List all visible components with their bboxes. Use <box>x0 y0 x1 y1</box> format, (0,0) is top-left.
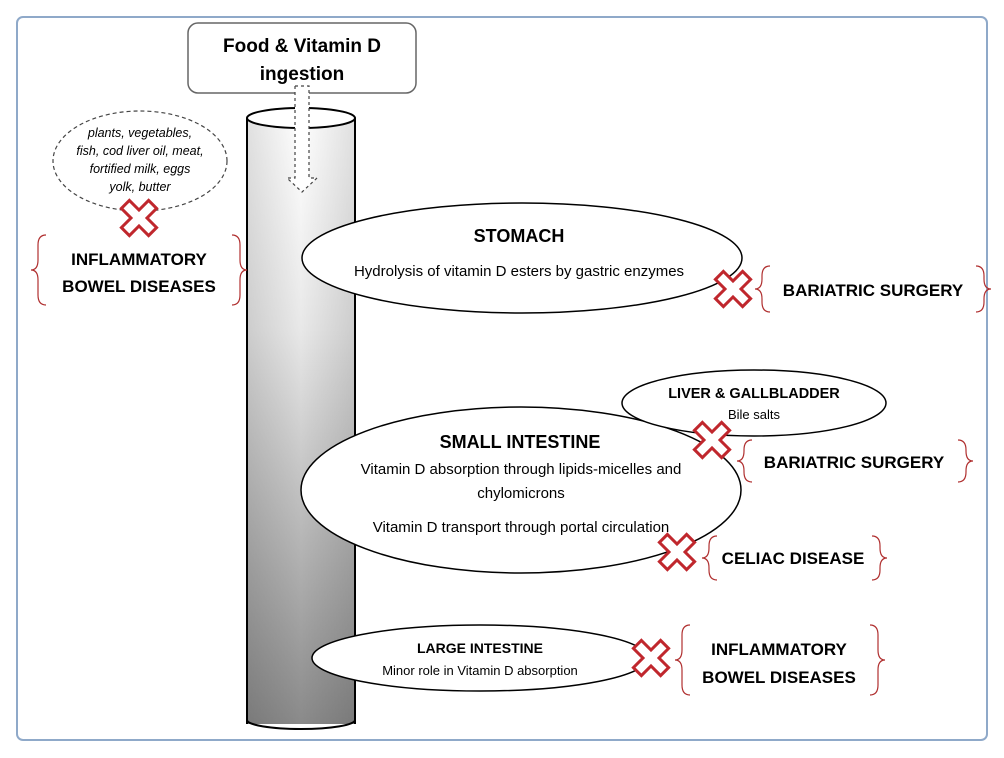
condition-label: BARIATRIC SURGERY <box>764 453 945 472</box>
large-intestine-description: Minor role in Vitamin D absorption <box>382 663 578 678</box>
liver-gallbladder-node: LIVER & GALLBLADDER Bile salts <box>621 369 887 437</box>
small-intestine-description: Vitamin D transport through portal circu… <box>373 519 670 536</box>
stomach-title: STOMACH <box>474 226 565 246</box>
cross-icon <box>119 198 159 238</box>
food-sources-line: plants, vegetables, <box>87 126 192 140</box>
small-intestine-node: SMALL INTESTINE Vitamin D absorption thr… <box>300 406 742 574</box>
cross-icon <box>713 269 753 309</box>
curly-brace-right-icon <box>871 535 888 581</box>
liver-title: LIVER & GALLBLADDER <box>668 386 840 402</box>
condition-bariatric-stomach: BARIATRIC SURGERY <box>754 265 992 313</box>
curly-brace-right-icon <box>975 265 992 313</box>
condition-label: INFLAMMATORY <box>711 640 847 659</box>
ingestion-label-line2: ingestion <box>260 64 344 85</box>
cross-icon <box>692 420 732 460</box>
food-sources-bubble: plants, vegetables, fish, cod liver oil,… <box>52 110 228 212</box>
block-markers <box>119 198 753 678</box>
condition-label: BOWEL DISEASES <box>702 668 856 687</box>
ingestion-label-line1: Food & Vitamin D <box>223 36 381 57</box>
curly-brace-right-icon <box>869 624 886 696</box>
curly-brace-left-icon <box>674 624 691 696</box>
small-intestine-description: Vitamin D absorption through lipids-mice… <box>361 461 682 478</box>
ingestion-arrow <box>285 85 319 193</box>
condition-label: INFLAMMATORY <box>71 250 207 269</box>
small-intestine-title: SMALL INTESTINE <box>440 432 601 452</box>
curly-brace-left-icon <box>30 234 47 306</box>
stomach-description: Hydrolysis of vitamin D esters by gastri… <box>354 263 684 280</box>
curly-brace-right-icon <box>957 439 974 483</box>
curly-brace-left-icon <box>701 535 718 581</box>
curly-brace-left-icon <box>754 265 771 313</box>
condition-bariatric-intestine: BARIATRIC SURGERY <box>736 439 974 483</box>
cross-icon <box>631 638 671 678</box>
food-sources-line: fish, cod liver oil, meat, <box>76 144 203 158</box>
condition-celiac: CELIAC DISEASE <box>701 535 888 581</box>
food-sources-line: fortified milk, eggs <box>90 162 191 176</box>
small-intestine-description: chylomicrons <box>477 485 565 502</box>
curly-brace-left-icon <box>736 439 753 483</box>
food-sources-line: yolk, butter <box>108 180 171 194</box>
cross-icon <box>657 532 697 572</box>
liver-description: Bile salts <box>728 407 781 422</box>
large-intestine-title: LARGE INTESTINE <box>417 640 543 656</box>
stomach-node: STOMACH Hydrolysis of vitamin D esters b… <box>301 202 743 314</box>
condition-label: CELIAC DISEASE <box>722 549 865 568</box>
condition-label: BOWEL DISEASES <box>62 277 216 296</box>
curly-brace-right-icon <box>231 234 248 306</box>
condition-ibd-right: INFLAMMATORY BOWEL DISEASES <box>674 624 886 696</box>
digestive-tube <box>246 107 356 730</box>
condition-label: BARIATRIC SURGERY <box>783 281 964 300</box>
ingestion-box: Food & Vitamin D ingestion <box>187 22 417 94</box>
condition-ibd-left: INFLAMMATORY BOWEL DISEASES <box>30 234 248 306</box>
large-intestine-node: LARGE INTESTINE Minor role in Vitamin D … <box>311 624 649 692</box>
